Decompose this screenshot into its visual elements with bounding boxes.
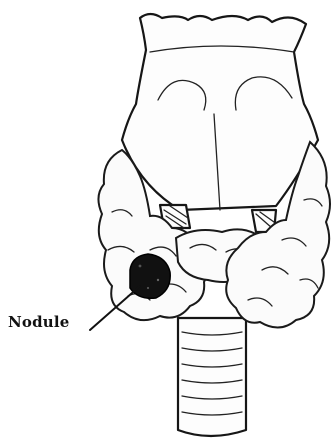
thyroid-cartilage bbox=[122, 14, 318, 210]
nodule-mass bbox=[130, 254, 170, 298]
nodule-label: Nodule bbox=[8, 313, 70, 331]
trachea bbox=[178, 318, 246, 436]
